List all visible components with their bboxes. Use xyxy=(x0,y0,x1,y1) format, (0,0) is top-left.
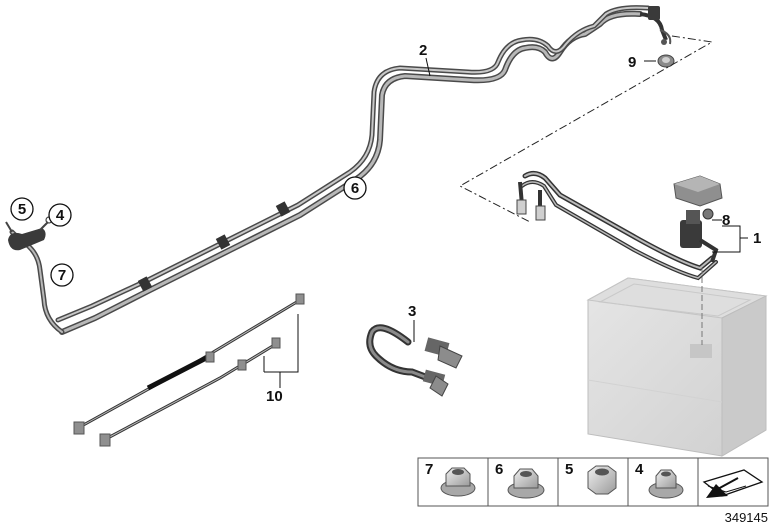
cable-end-connector xyxy=(5,216,53,251)
hex-nut-5-icon xyxy=(587,465,617,495)
battery-cable-harness xyxy=(516,170,723,281)
flange-nut-4-icon xyxy=(648,469,684,499)
cables-part-10 xyxy=(73,293,305,447)
circled-callout-6: 6 xyxy=(343,176,367,200)
cable-top-connector xyxy=(639,6,672,45)
flange-nut-7-icon xyxy=(440,467,476,497)
parts-cell-7: 7 xyxy=(425,461,476,497)
parts-cell-5: 5 xyxy=(565,461,617,495)
parts-table: 7 6 5 4 xyxy=(417,457,769,507)
callout-1: 1 xyxy=(753,230,761,247)
ground-strap-part-3 xyxy=(366,320,463,397)
callout-3: 3 xyxy=(408,303,416,320)
direction-arrow-icon xyxy=(702,469,764,498)
circled-callout-7: 7 xyxy=(50,263,74,287)
circled-callout-5: 5 xyxy=(10,197,34,221)
flange-nut-6-icon xyxy=(507,468,545,499)
battery xyxy=(586,268,768,457)
parts-cell-4-label: 4 xyxy=(635,461,644,478)
reference-number: 349145 xyxy=(725,510,768,525)
circled-callout-7-label: 7 xyxy=(58,267,66,284)
callout-9: 9 xyxy=(628,54,636,71)
grommet-part-9 xyxy=(644,54,675,68)
circled-callout-4: 4 xyxy=(48,203,72,227)
callout-8: 8 xyxy=(722,212,730,229)
battery-terminal-clamp xyxy=(680,208,719,263)
dashdot-connection-line xyxy=(458,35,714,223)
leader-lines xyxy=(425,57,748,253)
parts-cell-7-label: 7 xyxy=(425,461,433,478)
main-cable xyxy=(5,5,672,335)
parts-cell-6-label: 6 xyxy=(495,461,503,478)
terminal-cover xyxy=(673,175,723,207)
parts-cell-5-label: 5 xyxy=(565,461,573,478)
callout-2: 2 xyxy=(419,42,427,59)
circled-callout-4-label: 4 xyxy=(56,207,65,224)
parts-cell-6: 6 xyxy=(495,461,545,499)
circled-callout-6-label: 6 xyxy=(351,180,359,197)
circled-callout-5-label: 5 xyxy=(18,201,26,218)
callout-10: 10 xyxy=(266,388,283,405)
parts-cell-4: 4 xyxy=(635,461,684,499)
